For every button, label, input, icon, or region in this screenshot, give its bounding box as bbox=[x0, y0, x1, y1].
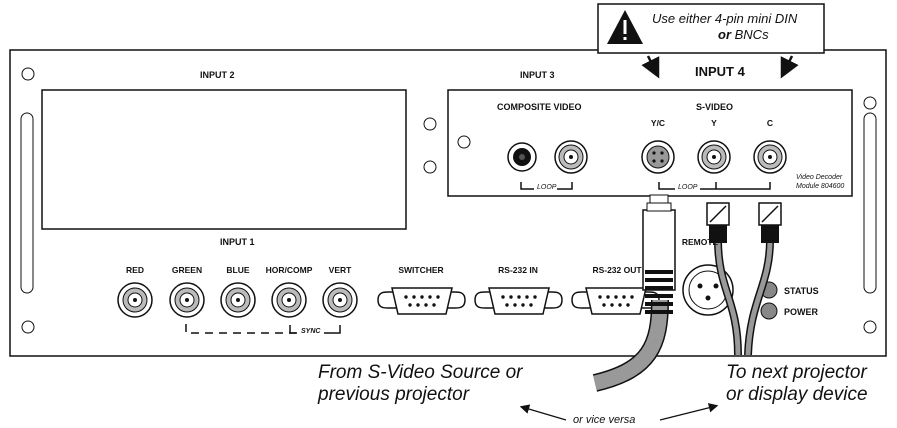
vice-versa-arrow-right bbox=[659, 403, 719, 421]
callout-box bbox=[597, 3, 825, 54]
handle-right bbox=[863, 112, 877, 294]
sync-label: SYNC bbox=[301, 328, 321, 335]
input3-loop-label: LOOP bbox=[537, 184, 557, 191]
mount-hole-tr bbox=[863, 96, 877, 110]
svideo-label: S-VIDEO bbox=[696, 102, 734, 112]
port-label-yc: Y/C bbox=[650, 118, 666, 128]
input3-title: INPUT 3 bbox=[520, 70, 555, 80]
bnc-cables bbox=[706, 202, 782, 356]
input1-label-red: RED bbox=[126, 265, 144, 275]
input4-title: INPUT 4 bbox=[695, 64, 745, 79]
input2-blank-plate bbox=[41, 89, 407, 230]
green-bnc-jack[interactable] bbox=[169, 282, 205, 318]
blue-bnc-jack[interactable] bbox=[220, 282, 256, 318]
caption-right-line2: or display device bbox=[726, 384, 868, 405]
callout-text-bncs: BNCs bbox=[734, 27, 769, 42]
svideo-y-bnc-jack[interactable] bbox=[697, 140, 731, 174]
input1-label-blue: BLUE bbox=[226, 265, 250, 275]
input1-label-horcomp: HOR/COMP bbox=[265, 265, 313, 275]
power-led bbox=[760, 302, 778, 320]
composite-bnc-jack[interactable] bbox=[554, 140, 588, 174]
input1-title: INPUT 1 bbox=[220, 237, 255, 247]
caption-left-line1: From S-Video Source or bbox=[318, 362, 523, 383]
module-label-line1: Video Decoder bbox=[796, 174, 843, 181]
svideo-cable bbox=[592, 194, 676, 392]
module-screw bbox=[457, 135, 471, 149]
rs232-out-db9-port[interactable] bbox=[571, 287, 660, 315]
callout-text-line2: or BNCs bbox=[718, 27, 769, 42]
remote-label: REMOTE bbox=[681, 237, 719, 247]
red-bnc-jack[interactable] bbox=[117, 282, 153, 318]
rs232-in-db9-port[interactable] bbox=[474, 287, 563, 315]
mount-hole-br bbox=[863, 320, 877, 334]
caption-left-line2: previous projector bbox=[318, 384, 470, 405]
input1-label-vert: VERT bbox=[328, 265, 352, 275]
rs232-out-label: RS-232 OUT bbox=[592, 265, 642, 275]
sync-bracket bbox=[289, 325, 341, 334]
caption-right-line1: To next projector bbox=[726, 362, 867, 383]
input2-title: INPUT 2 bbox=[200, 70, 235, 80]
rgb-dashed-bracket bbox=[185, 324, 300, 334]
vice-versa-arrow-left bbox=[519, 404, 567, 421]
port-label-c: C bbox=[766, 118, 774, 128]
handle-left bbox=[20, 112, 34, 294]
input1-label-green: GREEN bbox=[171, 265, 203, 275]
module-label-line2: Module 804600 bbox=[796, 183, 845, 190]
mount-hole-bl bbox=[21, 320, 35, 334]
rs232-in-label: RS-232 IN bbox=[498, 265, 538, 275]
switcher-db9-port[interactable] bbox=[377, 287, 466, 315]
vice-versa-label: or vice versa bbox=[573, 414, 636, 426]
remote-xlr-port[interactable] bbox=[682, 264, 734, 316]
input4-loop-bracket bbox=[658, 182, 771, 190]
input4-loop-label: LOOP bbox=[678, 184, 698, 191]
warning-icon bbox=[607, 10, 643, 44]
callout-text-or: or bbox=[718, 27, 731, 42]
screw-1 bbox=[423, 117, 437, 131]
callout-text-line1: Use either 4-pin mini DIN bbox=[652, 11, 798, 26]
svideo-c-bnc-jack[interactable] bbox=[753, 140, 787, 174]
svideo-minidin-jack[interactable] bbox=[641, 140, 675, 174]
composite-video-label: COMPOSITE VIDEO bbox=[497, 102, 582, 112]
switcher-label: SWITCHER bbox=[398, 265, 444, 275]
composite-rca-jack[interactable] bbox=[507, 142, 537, 172]
screw-2 bbox=[423, 160, 437, 174]
status-label: STATUS bbox=[784, 286, 819, 296]
input3-loop-bracket bbox=[520, 182, 573, 190]
horcomp-bnc-jack[interactable] bbox=[271, 282, 307, 318]
vert-bnc-jack[interactable] bbox=[322, 282, 358, 318]
callout-arrow-left bbox=[641, 55, 660, 79]
power-label: POWER bbox=[784, 307, 819, 317]
mount-hole-tl bbox=[21, 67, 35, 81]
callout-arrow-right bbox=[780, 55, 799, 79]
port-label-y: Y bbox=[711, 118, 717, 128]
